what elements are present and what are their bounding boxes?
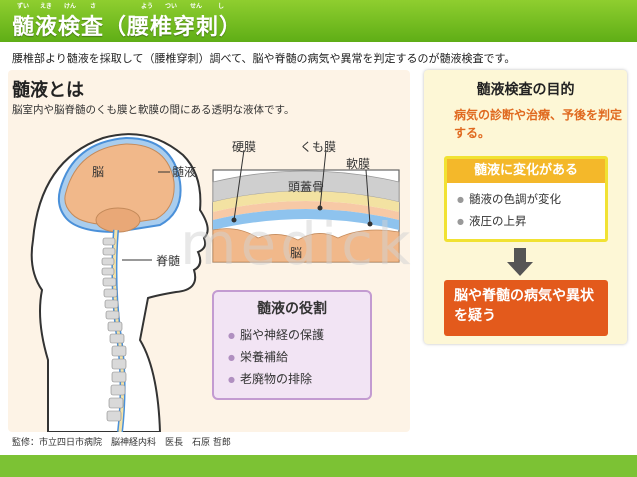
label-spinal-cord: 脊髄 bbox=[156, 254, 181, 268]
anatomy-illustration bbox=[30, 133, 400, 432]
ruby-text: つい bbox=[165, 3, 178, 10]
supervisor-credit: 監修：市立四日市病院 脳神経内科 医長 石原 哲郎 bbox=[12, 438, 231, 448]
roles-list: 脳や神経の保護 栄養補給 老廃物の排除 bbox=[228, 326, 324, 392]
purpose-title: 髄液検査の目的 bbox=[476, 82, 575, 98]
change-box: 髄液に変化がある 髄液の色調が変化 液圧の上昇 bbox=[444, 156, 608, 242]
brain-shape bbox=[64, 143, 175, 226]
test-purpose-panel: 髄液検査の目的 病気の診断や治療、予後を判定する。 髄液に変化がある 髄液の色調… bbox=[424, 70, 627, 344]
ruby-text: ずい bbox=[17, 3, 30, 10]
roles-title: 髄液の役割 bbox=[257, 301, 327, 317]
purpose-text: 病気の診断や治療、予後を判定する。 bbox=[454, 108, 623, 140]
cerebellum bbox=[95, 207, 141, 233]
ruby-text: せん bbox=[190, 3, 203, 10]
arrow-down-icon bbox=[507, 248, 533, 276]
list-item: 髄液の色調が変化 bbox=[457, 191, 561, 213]
label-skull: 頭蓋骨 bbox=[288, 180, 325, 194]
change-list: 髄液の色調が変化 液圧の上昇 bbox=[457, 191, 561, 235]
list-item: 液圧の上昇 bbox=[457, 213, 561, 235]
ruby-text: えき bbox=[40, 3, 52, 10]
list-item: 栄養補給 bbox=[228, 348, 324, 370]
spine bbox=[101, 229, 127, 432]
bottom-bar bbox=[0, 455, 637, 477]
list-item: 老廃物の排除 bbox=[228, 370, 324, 392]
ruby-text: さ bbox=[90, 3, 97, 10]
label-dura: 硬膜 bbox=[232, 140, 257, 154]
label-brain-inset: 脳 bbox=[290, 246, 303, 260]
label-arachnoid: くも膜 bbox=[300, 140, 337, 154]
label-brain: 脳 bbox=[92, 165, 105, 179]
section-description: 脳室内や脳脊髄のくも膜と軟膜の間にある透明な液体です。 bbox=[12, 104, 295, 116]
ruby-text: よう bbox=[141, 3, 154, 10]
ruby-text: し bbox=[218, 3, 225, 10]
title-bar: ずい えき けん さ よう つい せん し 髄液検査（腰椎穿刺） bbox=[0, 0, 637, 42]
label-pia: 軟膜 bbox=[346, 157, 371, 171]
meninges-inset bbox=[212, 149, 400, 263]
section-title: 髄液とは bbox=[12, 80, 84, 101]
list-item: 脳や神経の保護 bbox=[228, 326, 324, 348]
suspect-box: 脳や脊髄の病気や異状を疑う bbox=[444, 280, 608, 336]
ruby-text: けん bbox=[64, 3, 77, 10]
csf-roles-box: 髄液の役割 脳や神経の保護 栄養補給 老廃物の排除 bbox=[212, 290, 372, 400]
page-title: 髄液検査（腰椎穿刺） bbox=[12, 15, 243, 40]
change-title: 髄液に変化がある bbox=[447, 159, 605, 183]
intro-text: 腰椎部より髄液を採取して（腰椎穿刺）調べて、脳や脊髄の病気や異常を判定するのが髄… bbox=[12, 52, 516, 65]
label-csf: 髄液 bbox=[172, 165, 197, 179]
